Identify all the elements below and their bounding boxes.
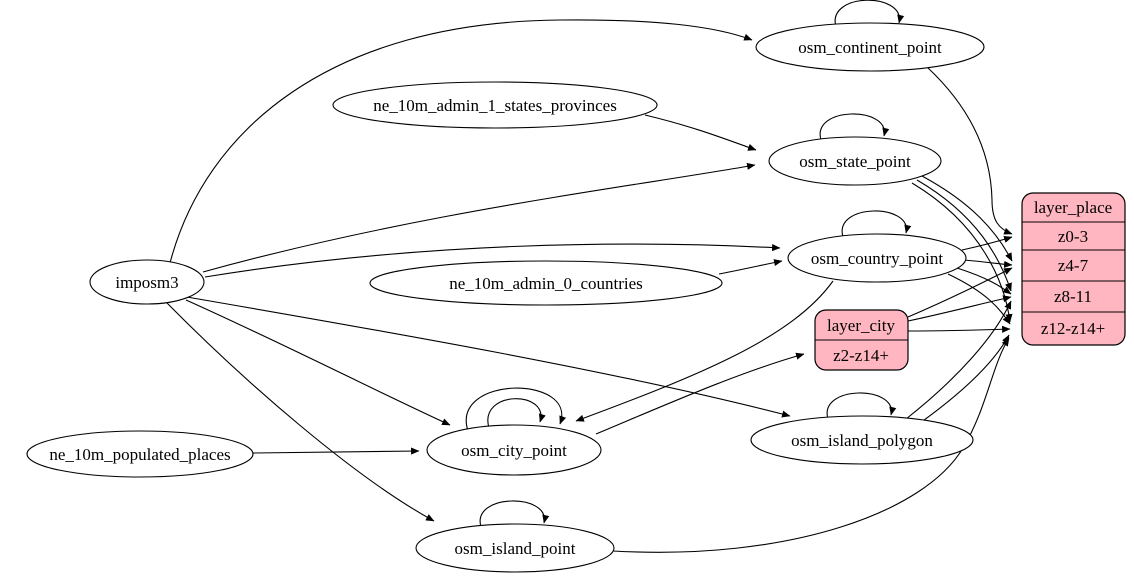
edge-ne_10m_populated_places-osm_city_point bbox=[252, 447, 420, 455]
edge-osm_city_point-layer_city-z2 bbox=[595, 352, 805, 435]
edge-osm_island_point-layer_place-z12 bbox=[612, 337, 1010, 553]
record-layer_place-row-z0-3: z0-3 bbox=[1058, 227, 1088, 246]
edge-imposm3-osm_island_point bbox=[166, 302, 435, 522]
node-ne_10m_admin_0_countries-label: ne_10m_admin_0_countries bbox=[449, 274, 643, 293]
node-ne_10m_admin_0_countries: ne_10m_admin_0_countries bbox=[369, 260, 723, 306]
record-layer_place-title: layer_place bbox=[1034, 198, 1112, 217]
node-ne_10m_populated_places: ne_10m_populated_places bbox=[26, 430, 254, 478]
node-ne_10m_admin_1_states_provinces-shape bbox=[332, 81, 658, 129]
edge-osm_island_polygon-layer_place-z12 bbox=[919, 334, 1010, 424]
edge-imposm3-osm_country_point bbox=[204, 243, 781, 278]
edge-ne_10m_admin_0_countries-osm_country_point bbox=[718, 259, 783, 275]
edge-osm_country_point-layer_place-z8-11 bbox=[956, 267, 1012, 295]
node-osm_state_point-label: osm_state_point bbox=[799, 152, 911, 171]
node-ne_10m_admin_1_states_provinces: ne_10m_admin_1_states_provinces bbox=[332, 81, 658, 129]
record-layer_place-row-z4-7: z4-7 bbox=[1058, 256, 1089, 275]
edge-layer_city-layer_place-z12 bbox=[907, 325, 1011, 333]
record-layer_place: layer_place z0-3 z4-7 z8-11 z12-z14+ bbox=[1021, 192, 1126, 346]
node-osm_country_point: osm_country_point bbox=[787, 233, 967, 283]
edge-layer bbox=[166, 0, 1013, 553]
node-osm_continent_point-shape bbox=[755, 22, 985, 72]
edge-osm_state_point-layer_place-z4-7 bbox=[921, 175, 1013, 262]
node-osm_city_point-shape bbox=[426, 424, 602, 476]
node-osm_country_point-label: osm_country_point bbox=[811, 249, 943, 268]
record-layer_place-row-z8-11: z8-11 bbox=[1054, 287, 1092, 306]
node-osm_state_point-shape bbox=[768, 136, 942, 186]
node-ne_10m_admin_1_states_provinces-label: ne_10m_admin_1_states_provinces bbox=[373, 96, 617, 115]
edge-layer_city-layer_place-z8-11 bbox=[907, 295, 1012, 322]
node-osm_island_point-label: osm_island_point bbox=[455, 539, 576, 558]
edge-osm_state_point-layer_place-z8-11 bbox=[916, 179, 1012, 292]
selfloop-osm_city_point-inner bbox=[487, 398, 546, 429]
record-layer_city-row-z2: z2-z14+ bbox=[833, 346, 889, 365]
edge-osm_country_point-osm_city_point bbox=[575, 280, 834, 422]
node-imposm3-label: imposm3 bbox=[115, 273, 178, 292]
node-osm_state_point: osm_state_point bbox=[768, 136, 942, 186]
record-layer_city-title: layer_city bbox=[827, 316, 895, 335]
edge-imposm3-osm_island_polygon bbox=[180, 295, 791, 418]
edge-imposm3-osm_city_point bbox=[185, 299, 451, 426]
edge-osm_country_point-layer_place-z4-7 bbox=[963, 259, 1013, 268]
selfloop-osm_country_point bbox=[841, 210, 912, 238]
edge-ne_10m_admin_1_states_provinces-osm_state_point bbox=[644, 114, 757, 151]
node-osm_continent_point-label: osm_continent_point bbox=[798, 38, 942, 57]
selfloop-osm_island_point bbox=[479, 500, 550, 528]
edge-layer_city-layer_place-z4-7 bbox=[907, 267, 1013, 318]
edge-imposm3-osm_state_point bbox=[202, 162, 756, 273]
edge-osm_country_point-layer_place-z0-3 bbox=[961, 235, 1013, 251]
selfloop-osm_city_point-outer bbox=[465, 387, 567, 432]
selfloop-osm_island_polygon bbox=[826, 392, 897, 420]
node-osm_continent_point: osm_continent_point bbox=[755, 22, 985, 72]
node-osm_city_point-label: osm_city_point bbox=[461, 441, 567, 460]
node-osm_city_point: osm_city_point bbox=[426, 424, 602, 476]
edge-imposm3-osm_continent_point bbox=[169, 19, 753, 264]
record-layer_place-box bbox=[1021, 192, 1126, 346]
node-osm_island_polygon: osm_island_polygon bbox=[750, 415, 974, 465]
node-osm_island_polygon-shape bbox=[750, 415, 974, 465]
node-osm_island_point-shape bbox=[415, 523, 615, 573]
record-layer_place-row-z12-z14: z12-z14+ bbox=[1041, 319, 1105, 338]
edge-osm_continent_point-layer_place-z0-3 bbox=[926, 66, 1013, 235]
node-ne_10m_populated_places-label: ne_10m_populated_places bbox=[49, 445, 230, 464]
node-imposm3-shape bbox=[89, 259, 205, 305]
edge-osm_island_polygon-layer_place-z8-11 bbox=[905, 300, 1012, 420]
node-imposm3: imposm3 bbox=[89, 259, 205, 305]
node-osm_country_point-shape bbox=[787, 233, 967, 283]
selfloop-osm_continent_point bbox=[834, 0, 905, 28]
selfloop-osm_state_point bbox=[819, 113, 890, 141]
node-osm_island_polygon-label: osm_island_polygon bbox=[791, 431, 933, 450]
record-layer_city: layer_city z2-z14+ bbox=[814, 309, 909, 371]
node-ne_10m_admin_0_countries-shape bbox=[369, 260, 723, 306]
node-osm_island_point: osm_island_point bbox=[415, 523, 615, 573]
node-ne_10m_populated_places-shape bbox=[26, 430, 254, 478]
